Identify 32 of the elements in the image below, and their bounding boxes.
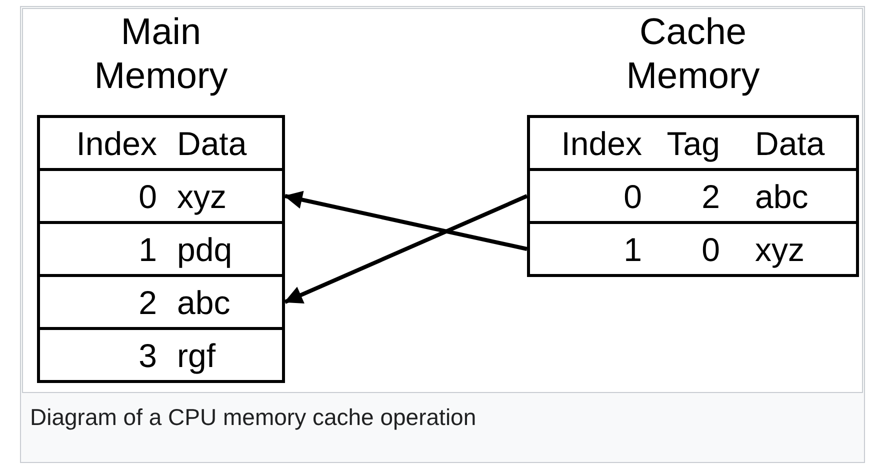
arrow xyxy=(284,190,528,251)
index-value: 1 xyxy=(138,232,157,268)
table-row xyxy=(37,221,285,277)
table-row xyxy=(37,274,285,330)
header-row xyxy=(527,115,859,171)
caption: Diagram of a CPU memory cache operation xyxy=(30,404,476,431)
index-value: 1 xyxy=(624,232,642,268)
index-value: 2 xyxy=(138,285,157,321)
data-value: rgf xyxy=(177,338,216,374)
column-header: Tag xyxy=(666,126,720,162)
column-header: Index xyxy=(76,126,157,162)
tag-value: 0 xyxy=(702,232,720,268)
data-value: abc xyxy=(177,285,230,321)
index-value: 0 xyxy=(138,179,157,215)
table-row xyxy=(527,168,859,224)
data-value: pdq xyxy=(177,232,232,268)
data-value: xyz xyxy=(755,232,804,268)
data-value: xyz xyxy=(177,179,226,215)
column-header: Data xyxy=(755,126,825,162)
table-title: Cache Memory xyxy=(625,10,761,98)
arrow xyxy=(284,194,528,304)
table-row xyxy=(37,168,285,224)
header-row xyxy=(37,115,285,171)
column-header: Index xyxy=(561,126,642,162)
column-header: Data xyxy=(177,126,247,162)
data-value: abc xyxy=(755,179,808,215)
table-row xyxy=(37,327,285,383)
table-row xyxy=(527,221,859,277)
index-value: 0 xyxy=(624,179,642,215)
tag-value: 2 xyxy=(702,179,720,215)
table-title: Main Memory xyxy=(93,10,229,98)
index-value: 3 xyxy=(138,338,157,374)
